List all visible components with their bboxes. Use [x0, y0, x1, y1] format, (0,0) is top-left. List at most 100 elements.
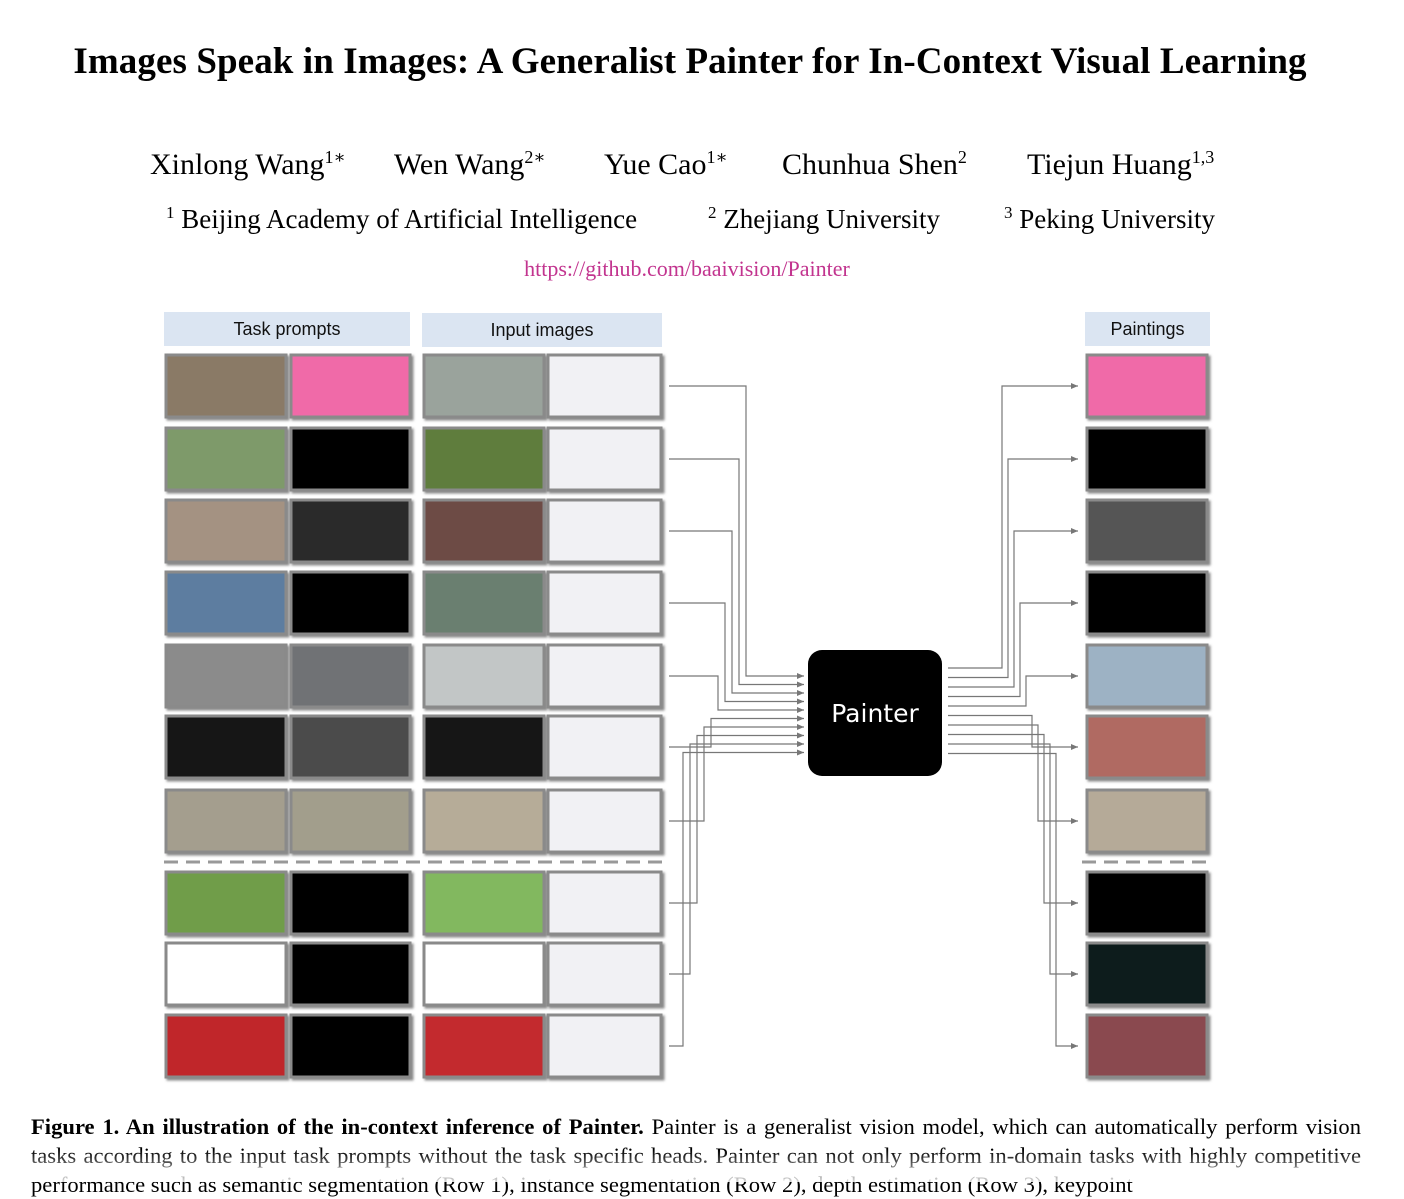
prompt-image — [164, 643, 288, 709]
connector-out — [948, 383, 1078, 669]
prompt-image — [164, 498, 288, 564]
author-list: Xinlong Wang1∗ Wen Wang2∗ Yue Cao1∗ Chun… — [0, 148, 1404, 188]
connector-in — [669, 385, 804, 679]
author-3: Yue Cao1∗ — [604, 147, 728, 181]
figure-row — [164, 353, 1209, 419]
connector-out — [948, 600, 1078, 698]
connector-out — [948, 752, 1078, 1049]
connector-out — [948, 733, 1078, 906]
prompt-image — [164, 570, 288, 636]
paintings-header: Paintings — [1085, 312, 1210, 346]
masked-placeholder — [546, 714, 663, 780]
input-image — [422, 788, 546, 854]
github-link[interactable]: https://github.com/baaivision/Painter — [524, 256, 850, 281]
connector-in — [669, 715, 804, 748]
painting-output — [1085, 570, 1209, 636]
painting-output — [1085, 714, 1209, 780]
bottom-fade — [0, 1150, 1404, 1182]
connector-in — [669, 741, 804, 975]
painting-output — [1085, 643, 1209, 709]
connector-in — [669, 749, 804, 1047]
figure-row — [164, 643, 1209, 709]
figure-row — [164, 788, 1209, 854]
prompt-image — [164, 870, 288, 936]
input-image — [422, 870, 546, 936]
prompt-image — [164, 788, 288, 854]
input-image — [422, 353, 546, 419]
connector-out — [948, 743, 1078, 977]
painting-output — [1085, 788, 1209, 854]
author-2: Wen Wang2∗ — [394, 147, 546, 181]
prompt-image — [164, 941, 288, 1007]
input-image — [422, 1013, 546, 1079]
input-image — [422, 570, 546, 636]
connector-in — [669, 602, 804, 705]
painting-output — [1085, 941, 1209, 1007]
masked-placeholder — [546, 1013, 663, 1079]
connector-in — [669, 724, 804, 822]
prompt-target — [289, 870, 412, 936]
figure-row — [164, 714, 1209, 780]
masked-placeholder — [546, 941, 663, 1007]
author-1: Xinlong Wang1∗ — [150, 147, 346, 181]
masked-placeholder — [546, 643, 663, 709]
figure-row — [164, 941, 1209, 1007]
input-image — [422, 941, 546, 1007]
masked-placeholder — [546, 870, 663, 936]
prompt-target — [289, 788, 412, 854]
painter-label: Painter — [831, 698, 919, 728]
caption-label: Figure 1. An illustration of the in-cont… — [31, 1114, 644, 1139]
connector-in — [669, 732, 804, 904]
masked-placeholder — [546, 426, 663, 492]
author-5: Tiejun Huang1,3 — [1027, 147, 1215, 181]
figure-row — [164, 570, 1209, 636]
connector-in — [669, 675, 804, 713]
input-image — [422, 714, 546, 780]
prompt-target — [289, 426, 412, 492]
input-image — [422, 426, 546, 492]
painter-model-box: Painter — [808, 650, 942, 776]
prompt-target — [289, 353, 412, 419]
figure-row — [164, 1013, 1209, 1079]
connector-out — [948, 456, 1078, 679]
painting-output — [1085, 870, 1209, 936]
figure-row — [164, 498, 1209, 564]
connector-out — [948, 714, 1078, 750]
connector-out — [948, 673, 1078, 707]
prompt-target — [289, 1013, 412, 1079]
prompt-target — [289, 714, 412, 780]
figure-row — [164, 870, 1209, 936]
input-image — [422, 643, 546, 709]
affiliation-1: 1 Beijing Academy of Artificial Intellig… — [166, 203, 638, 234]
prompt-image — [164, 1013, 288, 1079]
masked-placeholder — [546, 498, 663, 564]
prompt-image — [164, 714, 288, 780]
paper-title: Images Speak in Images: A Generalist Pai… — [73, 41, 1307, 82]
masked-placeholder — [546, 570, 663, 636]
input-image — [422, 498, 546, 564]
prompt-target — [289, 941, 412, 1007]
affiliation-3: 3 Peking University — [1004, 203, 1215, 234]
painting-output — [1085, 1013, 1209, 1079]
affiliation-2: 2 Zhejiang University — [708, 203, 940, 234]
masked-placeholder — [546, 353, 663, 419]
figure-diagram — [164, 353, 1214, 1079]
task-prompts-header: Task prompts — [164, 312, 410, 346]
connector-out — [948, 528, 1078, 688]
input-images-header: Input images — [422, 313, 662, 347]
author-4: Chunhua Shen2 — [782, 147, 967, 181]
painting-output — [1085, 353, 1209, 419]
connector-in — [669, 458, 804, 688]
prompt-image — [164, 426, 288, 492]
prompt-target — [289, 498, 412, 564]
prompt-target — [289, 643, 412, 709]
connector-out — [948, 724, 1078, 824]
painting-output — [1085, 498, 1209, 564]
connector-in — [669, 530, 804, 696]
prompt-image — [164, 353, 288, 419]
painting-output — [1085, 426, 1209, 492]
masked-placeholder — [546, 788, 663, 854]
prompt-target — [289, 570, 412, 636]
affiliation-list: 1 Beijing Academy of Artificial Intellig… — [0, 204, 1404, 240]
figure-row — [164, 426, 1209, 492]
